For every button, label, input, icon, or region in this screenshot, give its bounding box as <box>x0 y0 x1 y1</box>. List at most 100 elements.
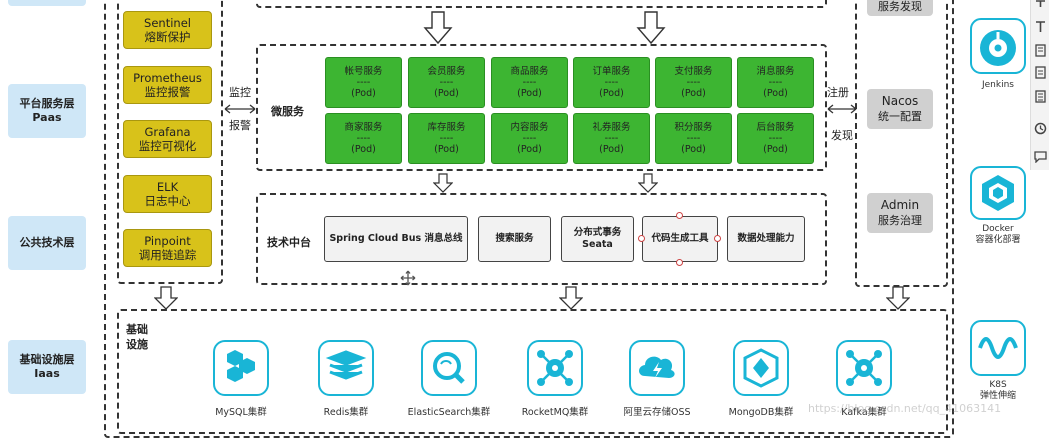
register-arrow <box>827 104 857 114</box>
microservice-row1-2: 商品服务----(Pod) <box>491 57 568 108</box>
microservice-name: 礼券服务 <box>592 122 631 133</box>
infra-label-text: RocketMQ集群 <box>521 407 589 418</box>
microservice-name: 订单服务 <box>592 66 631 77</box>
microservice-row2-0: 商家服务----(Pod) <box>325 113 402 164</box>
microservice-pod: (Pod) <box>763 144 788 155</box>
tool-pinpoint: Pinpoint 调用链追踪 <box>123 229 212 267</box>
infra-item-1: Redis集群 <box>278 340 414 418</box>
infra-label-text: MySQL集群 <box>215 407 267 418</box>
infra-item-2: ElasticSearch集群 <box>381 340 517 418</box>
microservice-sep: ---- <box>522 133 537 144</box>
toolbar-document-icon[interactable] <box>1034 66 1047 79</box>
microservice-name: 库存服务 <box>427 122 466 133</box>
microservice-pod: (Pod) <box>434 88 459 99</box>
kafka-icon <box>836 340 892 400</box>
microservice-row2-4: 积分服务----(Pod) <box>655 113 732 164</box>
tech-line1: 分布式事务 <box>573 227 622 238</box>
jenkins-tool: Jenkins <box>970 18 1026 94</box>
layer-label-common: 公共技术层 <box>8 216 86 270</box>
mysql-icon <box>213 340 269 400</box>
tech-line1: Spring Cloud Bus 消息总线 <box>329 233 463 244</box>
jenkins-icon <box>970 18 1026 74</box>
arrow-down-small-1 <box>433 173 453 193</box>
microservice-pod: (Pod) <box>763 88 788 99</box>
toolbar-list-icon[interactable] <box>1034 90 1047 103</box>
selection-handle-top[interactable] <box>676 212 683 219</box>
k8s-label-2: 弹性伸缩 <box>979 391 1016 401</box>
infra-item-0: MySQL集群 <box>173 340 309 418</box>
tech-codegen[interactable]: 代码生成工具 <box>642 216 718 262</box>
layer-iaas-line1: 基础设施层 <box>19 353 75 366</box>
microservice-name: 后台服务 <box>756 122 795 133</box>
microservice-name: 消息服务 <box>756 66 795 77</box>
tool-name: Sentinel <box>144 16 191 30</box>
microservice-box <box>256 44 827 171</box>
microservice-pod: (Pod) <box>434 144 459 155</box>
service-discovery-label: 服务发现 <box>878 0 922 13</box>
move-cursor-icon <box>400 270 416 286</box>
admin-line2: 服务治理 <box>878 214 922 227</box>
monitor-label: 监控 报警 <box>227 85 253 134</box>
arrow-down-2 <box>636 11 666 45</box>
selection-handle-left[interactable] <box>638 235 645 242</box>
selection-handle-bottom[interactable] <box>676 259 683 266</box>
toolbar-comment-icon[interactable] <box>1034 150 1047 163</box>
microservice-label: 微服务 <box>271 105 304 118</box>
toolbar-format-icon[interactable] <box>1034 0 1047 8</box>
microservice-sep: ---- <box>439 133 454 144</box>
tech-platform-box <box>256 193 827 285</box>
jenkins-label: Jenkins <box>981 80 1014 90</box>
microservice-pod: (Pod) <box>599 144 624 155</box>
microservice-pod: (Pod) <box>681 88 706 99</box>
microservice-row1-1: 会员服务----(Pod) <box>408 57 485 108</box>
layer-paas-line2: Paas <box>32 111 62 124</box>
tool-desc: 调用链追踪 <box>138 248 197 262</box>
mongodb-icon <box>733 340 789 400</box>
k8s-icon <box>970 320 1026 376</box>
infra-item-4: 阿里云存储OSS <box>589 340 725 418</box>
nacos-line1: Nacos <box>881 94 919 108</box>
microservice-row1-5: 消息服务----(Pod) <box>737 57 814 108</box>
microservice-name: 积分服务 <box>674 122 713 133</box>
redis-icon <box>318 340 374 400</box>
tool-desc: 监控可视化 <box>138 139 197 153</box>
selection-handle-right[interactable] <box>714 235 721 242</box>
monitor-label-l2: 报警 <box>229 119 251 132</box>
microservice-row2-2: 内容服务----(Pod) <box>491 113 568 164</box>
docker-tool: Docker 容器化部署 <box>970 166 1026 246</box>
arrow-down-infra-2 <box>559 286 583 310</box>
arrow-down-infra-1 <box>154 286 178 310</box>
tool-name: Prometheus <box>133 71 202 85</box>
tech-line1: 数据处理能力 <box>737 233 795 244</box>
microservice-name: 支付服务 <box>674 66 713 77</box>
tech-line2: Seata <box>582 239 613 250</box>
layer-iaas-line2: Iaas <box>34 367 60 380</box>
toolbar-page-icon[interactable] <box>1034 44 1047 57</box>
infra-label-l1: 基础 <box>126 323 148 336</box>
microservice-name: 商品服务 <box>510 66 549 77</box>
microservice-pod: (Pod) <box>517 144 542 155</box>
toolbar-history-icon[interactable] <box>1034 122 1047 135</box>
microservice-sep: ---- <box>439 77 454 88</box>
tool-elk: ELK 日志中心 <box>123 175 212 213</box>
infra-label: 基础 设施 <box>126 322 148 352</box>
nacos-box: Nacos 统一配置 <box>867 89 933 129</box>
arrow-down-1 <box>423 11 453 45</box>
admin-box: Admin 服务治理 <box>867 193 933 233</box>
microservice-pod: (Pod) <box>599 88 624 99</box>
microservice-sep: ---- <box>686 133 701 144</box>
infra-label-l2: 设施 <box>126 338 148 351</box>
oss-icon <box>629 340 685 400</box>
microservice-pod: (Pod) <box>351 88 376 99</box>
layer-label-iaas: 基础设施层 Iaas <box>8 340 86 394</box>
nacos-line2: 统一配置 <box>878 110 922 123</box>
toolbar-text-icon[interactable] <box>1034 20 1047 33</box>
tech-data-processing: 数据处理能力 <box>727 216 805 262</box>
watermark: https://blog.csdn.net/qq_41063141 <box>808 402 1002 415</box>
elasticsearch-icon <box>421 340 477 400</box>
arrow-down-infra-3 <box>886 286 910 310</box>
microservice-sep: ---- <box>522 77 537 88</box>
tool-desc: 监控报警 <box>144 85 191 99</box>
infra-item-5: MongoDB集群 <box>693 340 829 418</box>
tool-grafana: Grafana 监控可视化 <box>123 120 212 158</box>
